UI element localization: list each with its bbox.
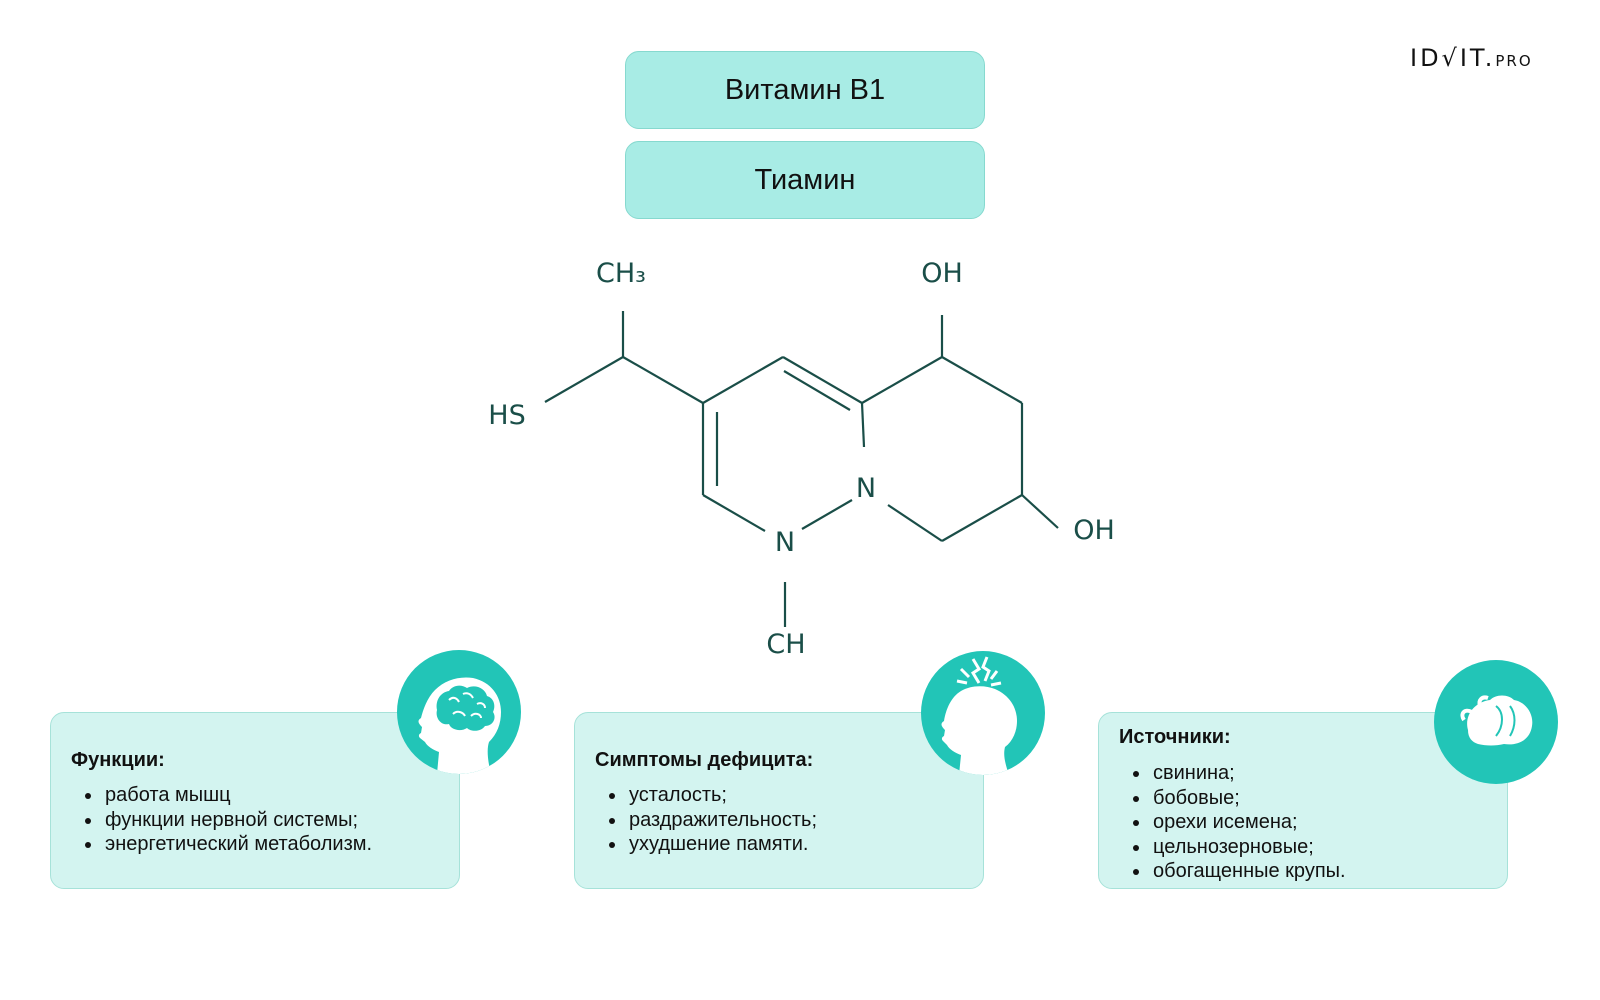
list-item: ухудшение памяти. [627,832,817,857]
substance-name: Тиамин [754,163,856,196]
head-stress-icon [921,651,1045,775]
food-icon [1434,660,1558,784]
bond [702,356,784,404]
bond [1021,494,1059,529]
ch-label: CH [766,629,805,660]
list-item: орехи исемена; [1151,810,1346,835]
bond [941,494,1023,542]
bond [782,356,863,404]
bond [887,504,943,542]
substance-name-box: Тиамин [625,141,985,219]
bond [702,494,766,532]
functions-list: работа мышц функции нервной системы; эне… [83,783,372,857]
bond [941,356,1023,404]
logo-text: ID√IT. [1410,44,1496,72]
list-item: цельнозерновые; [1151,835,1346,860]
nitrogen-low-label: N [775,527,795,558]
list-item: функции нервной системы; [103,808,372,833]
hydroxyl-right-label: OH [1073,515,1115,546]
list-item: работа мышц [103,783,372,808]
functions-card: Функции: работа мышц функции нервной сис… [50,712,460,889]
ch3-label: CH₃ [596,258,646,289]
bond [622,356,704,404]
logo-suffix: PRO [1495,52,1533,70]
bond [801,499,853,530]
list-item: усталость; [627,783,817,808]
bond [544,356,624,403]
sources-list: свинина; бобовые; орехи исемена; цельноз… [1131,761,1346,884]
sources-title: Источники: [1119,726,1231,748]
bond [860,402,866,448]
list-item: бобовые; [1151,786,1346,811]
vitamin-title: Витамин B1 [724,73,886,106]
head-brain-icon [397,650,521,774]
functions-title: Функции: [71,749,165,771]
symptoms-card: Симптомы дефицита: усталость; раздражите… [574,712,984,889]
nitrogen-ring-label: N [856,473,876,504]
vitamin-title-box: Витамин B1 [625,51,985,129]
list-item: раздражительность; [627,808,817,833]
thiol-label: HS [488,400,525,431]
structural-formula: CH₃ OH HS N N OH CH [488,258,1115,660]
double-bond [783,370,851,411]
list-item: обогащенные крупы. [1151,859,1346,884]
list-item: свинина; [1151,761,1346,786]
symptoms-list: усталость; раздражительность; ухудшение … [607,783,817,857]
brand-logo: ID√IT.PRO [1410,44,1533,72]
symptoms-title: Симптомы дефицита: [595,749,814,771]
hydroxyl-top-label: OH [921,258,963,289]
list-item: энергетический метаболизм. [103,832,372,857]
bond [861,356,943,404]
